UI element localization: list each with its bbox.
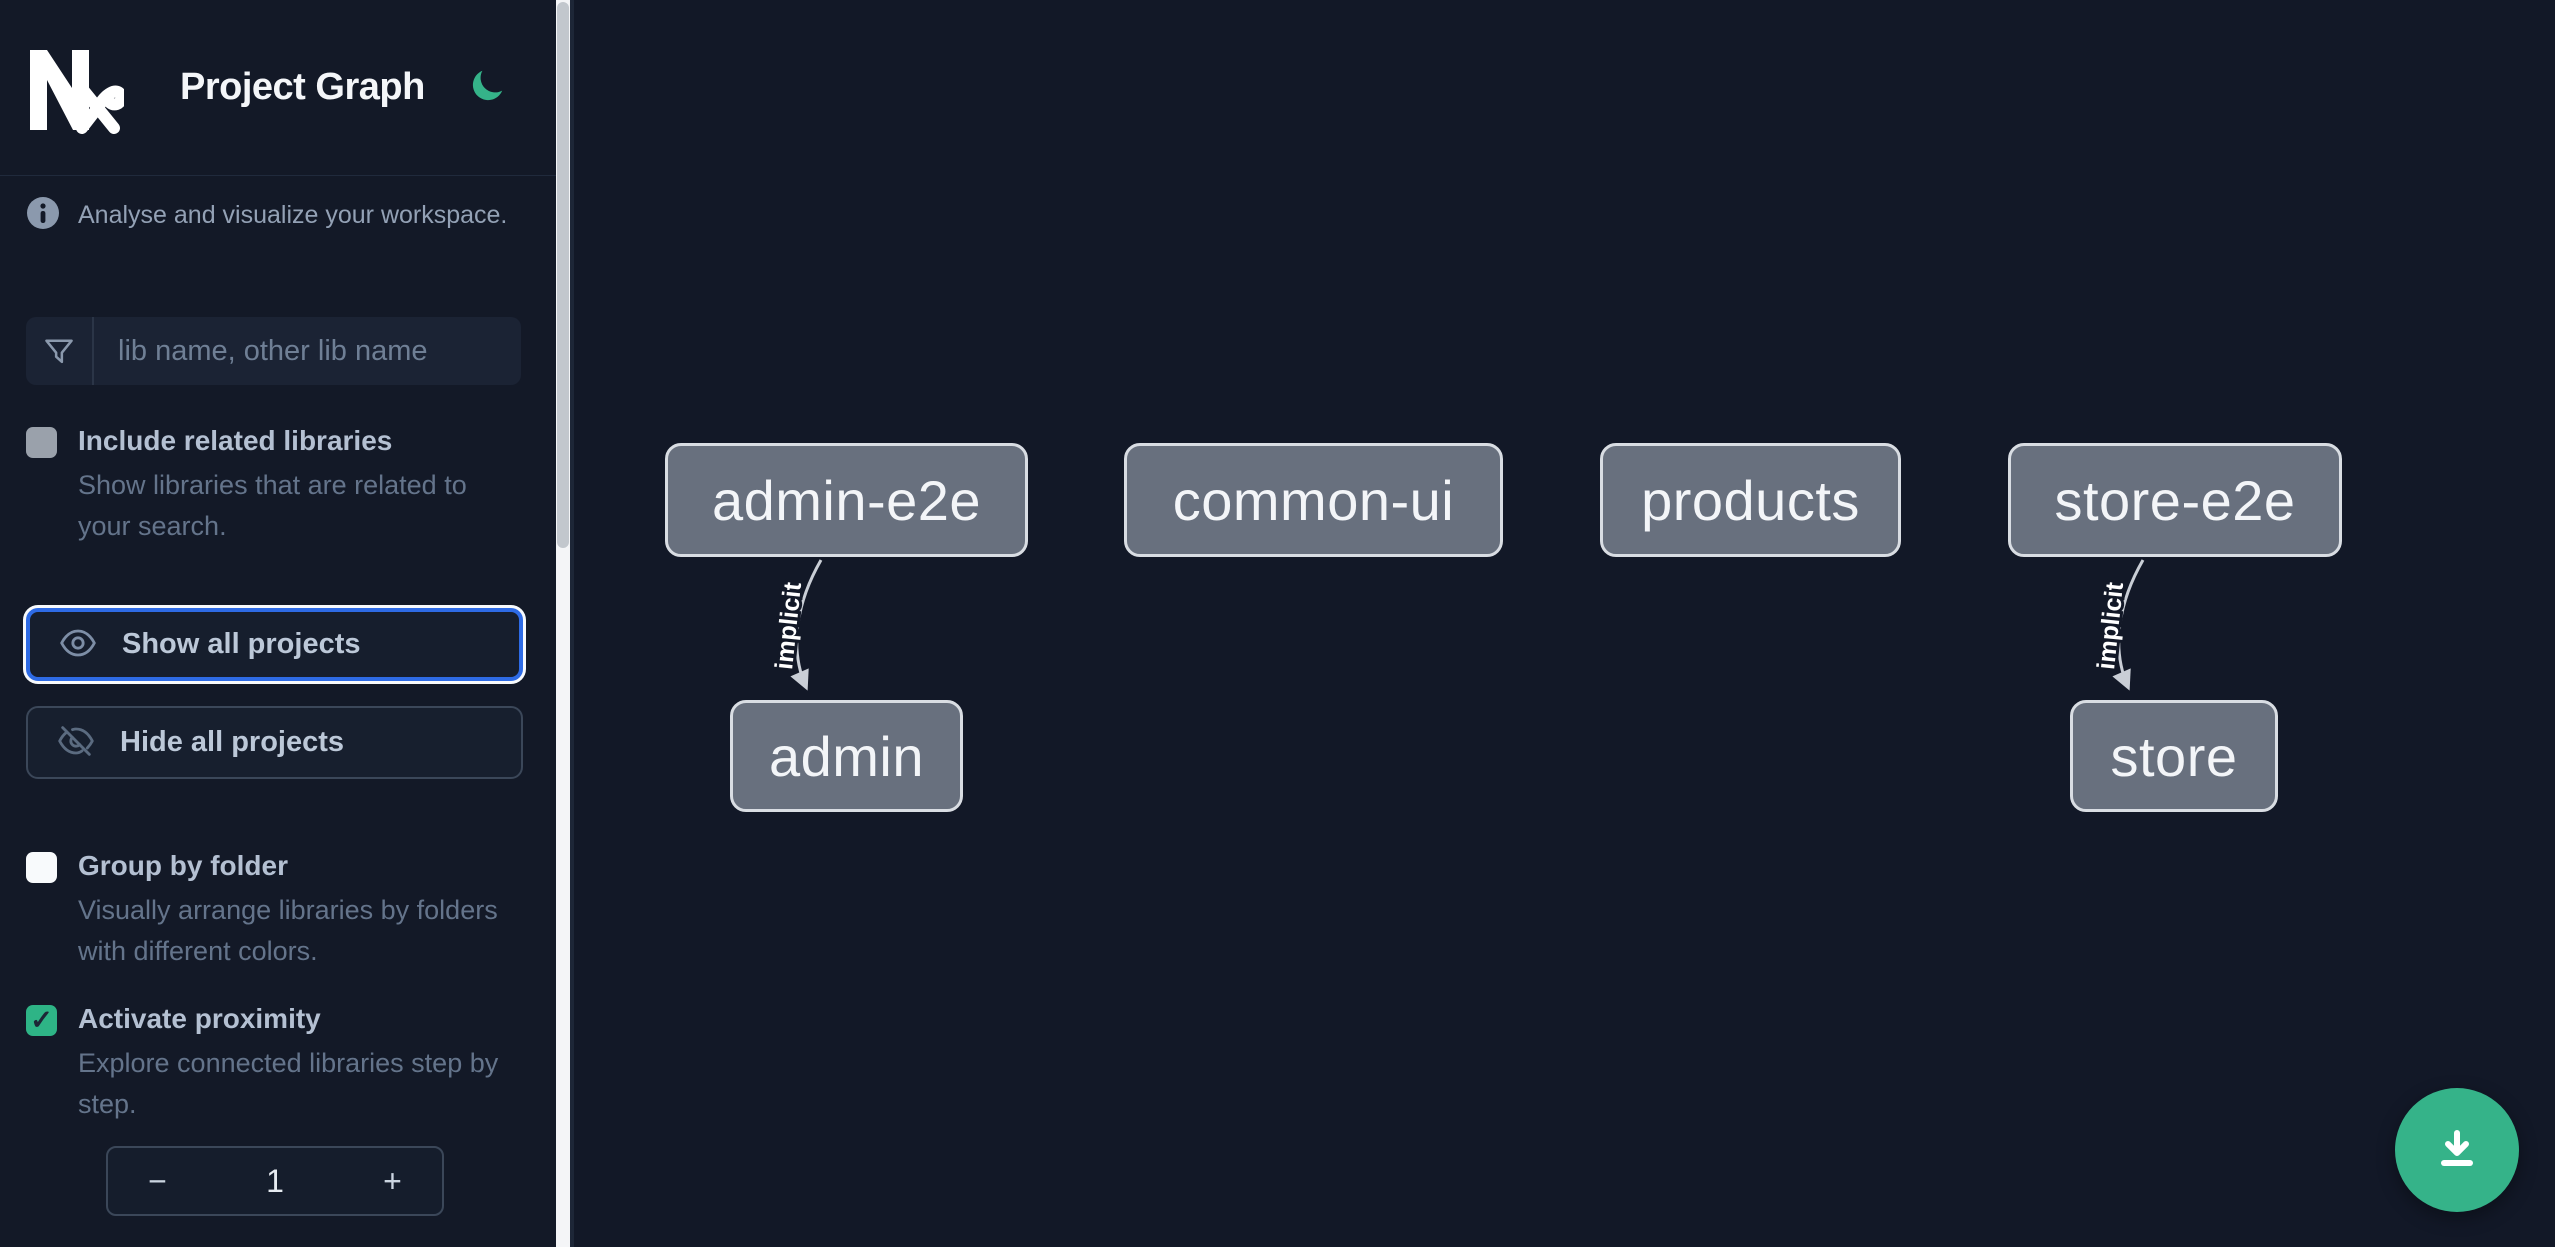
graph-canvas[interactable] xyxy=(574,0,2555,1247)
graph-node[interactable]: admin xyxy=(730,700,963,812)
include-related-description: Show libraries that are related to your … xyxy=(78,470,467,541)
group-by-folder-label: Group by folder xyxy=(78,850,288,881)
show-all-projects-label: Show all projects xyxy=(122,628,361,660)
sidebar-scrollbar-thumb[interactable] xyxy=(557,2,569,548)
stepper-decrement-button[interactable]: − xyxy=(108,1148,207,1214)
tagline-text: Analyse and visualize your workspace. xyxy=(78,201,508,229)
show-all-projects-button[interactable]: Show all projects xyxy=(26,608,523,681)
header-divider xyxy=(0,175,556,176)
sidebar-header: Project Graph xyxy=(0,0,556,176)
sidebar: Project Graph Analyse and visualize your… xyxy=(0,0,556,1247)
filter-icon xyxy=(26,317,94,385)
include-related-label: Include related libraries xyxy=(78,425,393,456)
group-by-folder-description: Visually arrange libraries by folders wi… xyxy=(78,895,498,966)
activate-proximity-label: Activate proximity xyxy=(78,1003,321,1034)
activate-proximity-description: Explore connected libraries step by step… xyxy=(78,1048,499,1119)
graph-node[interactable]: products xyxy=(1600,443,1901,557)
proximity-stepper: − 1 + xyxy=(106,1146,444,1216)
graph-node[interactable]: store-e2e xyxy=(2008,443,2342,557)
hide-all-projects-button[interactable]: Hide all projects xyxy=(26,706,523,779)
graph-node[interactable]: admin-e2e xyxy=(665,443,1028,557)
download-icon xyxy=(2429,1121,2485,1180)
search-box xyxy=(26,317,521,385)
nx-logo xyxy=(24,46,128,134)
info-icon xyxy=(26,196,60,235)
include-related-checkbox[interactable] xyxy=(26,427,57,458)
group-by-folder-checkbox[interactable] xyxy=(26,852,57,883)
graph-node[interactable]: common-ui xyxy=(1124,443,1503,557)
stepper-increment-button[interactable]: + xyxy=(343,1148,442,1214)
eye-slash-icon xyxy=(56,721,96,764)
tagline-row: Analyse and visualize your workspace. xyxy=(26,196,536,235)
graph-node[interactable]: store xyxy=(2070,700,2278,812)
moon-icon xyxy=(468,70,506,108)
page-title: Project Graph xyxy=(180,66,425,108)
eye-icon xyxy=(58,623,98,666)
hide-all-projects-label: Hide all projects xyxy=(120,726,345,758)
activate-proximity-checkbox[interactable] xyxy=(26,1005,57,1036)
stepper-value: 1 xyxy=(266,1162,284,1199)
search-input[interactable] xyxy=(94,317,521,385)
sidebar-main-divider xyxy=(570,0,574,1247)
theme-toggle-button[interactable] xyxy=(466,66,508,108)
download-graph-button[interactable] xyxy=(2395,1088,2519,1212)
